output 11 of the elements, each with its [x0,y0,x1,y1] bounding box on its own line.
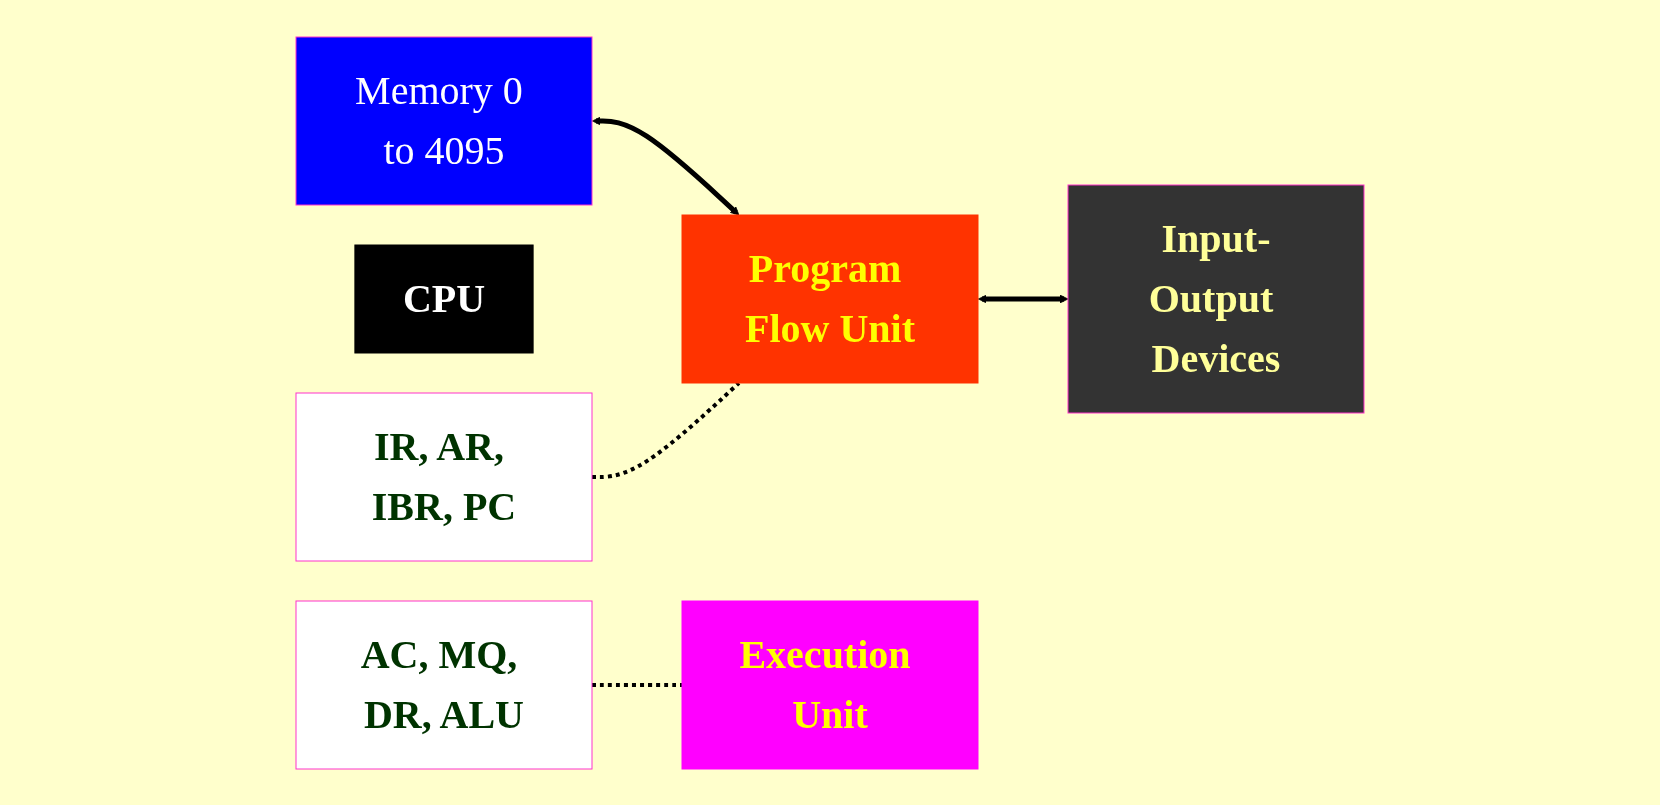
arrow [592,116,740,215]
node-box: Program Flow Unit [681,214,979,383]
connector [592,381,741,479]
connector [592,682,682,687]
arrow [978,294,1069,303]
node-box: Execution Unit [681,600,979,769]
node-box: AC, MQ, DR, ALU [295,600,593,769]
node-box: Input-Output Devices [1067,184,1365,413]
node-box: CPU [354,244,534,353]
node-box: Memory 0 to 4095 [295,36,593,205]
node-box: IR, AR, IBR, PC [295,392,593,561]
